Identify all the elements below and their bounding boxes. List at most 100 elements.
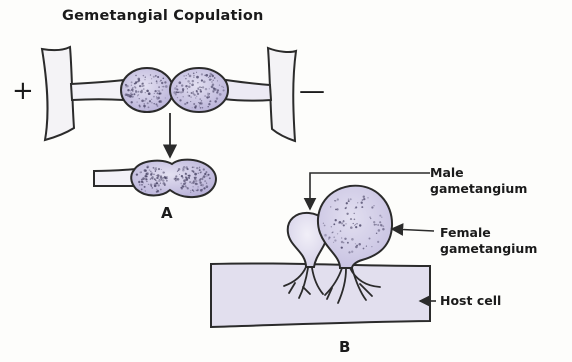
stipple-dot — [153, 96, 155, 98]
stipple-dot — [165, 97, 166, 98]
stipple-dot — [209, 75, 211, 77]
stipple-dot — [146, 90, 149, 93]
stipple-dot — [138, 104, 140, 106]
fused-suspensor — [94, 169, 136, 186]
stipple-dot — [157, 174, 160, 177]
stipple-dot — [361, 202, 363, 204]
stipple-dot — [356, 223, 357, 224]
stipple-dot — [341, 237, 342, 238]
stipple-dot — [334, 200, 335, 201]
stipple-dot — [141, 179, 143, 181]
stipple-dot — [200, 189, 203, 192]
stipple-dot — [211, 81, 213, 83]
stipple-dot — [131, 101, 133, 103]
stipple-dot — [214, 77, 216, 79]
female-gametangium-label: Female gametangium — [440, 225, 537, 257]
stipple-dot — [199, 179, 201, 181]
stipple-dot — [139, 184, 141, 186]
stipple-dot — [346, 213, 348, 215]
stipple-dot — [331, 226, 332, 227]
stipple-dot — [337, 198, 339, 200]
stipple-dot — [146, 176, 148, 178]
stipple-dot — [382, 225, 384, 227]
stipple-dot — [351, 251, 353, 253]
stipple-dot — [144, 100, 146, 102]
stipple-dot — [131, 89, 134, 92]
stipple-dot — [157, 92, 159, 94]
stipple-dot — [200, 107, 201, 108]
stipple-dot — [353, 223, 354, 224]
stipple-dot — [151, 172, 153, 174]
stipple-dot — [152, 178, 154, 180]
female-label-line2: gametangium — [440, 241, 537, 257]
host-cell — [211, 263, 430, 327]
stipple-dot — [189, 181, 191, 183]
stipple-dot — [369, 216, 371, 218]
stipple-dot — [216, 91, 218, 93]
stipple-dot — [219, 85, 220, 86]
stipple-dot — [209, 88, 210, 89]
stipple-dot — [358, 243, 361, 246]
host-cell-label: Host cell — [440, 293, 501, 309]
stipple-dot — [155, 167, 156, 168]
stipple-dot — [132, 91, 133, 92]
stipple-dot — [129, 96, 131, 98]
stipple-dot — [351, 238, 354, 241]
stipple-dot — [180, 183, 182, 185]
stipple-dot — [193, 180, 195, 182]
stipple-dot — [151, 78, 152, 79]
stipple-dot — [341, 246, 343, 248]
stipple-dot — [209, 93, 210, 94]
stipple-dot — [157, 76, 159, 78]
stipple-dot — [164, 81, 166, 83]
stipple-dot — [333, 236, 335, 238]
stipple-dot — [133, 93, 135, 95]
stipple-dot — [378, 229, 381, 232]
stipple-dot — [176, 85, 177, 86]
stipple-dot — [335, 219, 337, 221]
stipple-dot — [335, 209, 337, 211]
stipple-dot — [196, 76, 199, 79]
stipple-dot — [145, 190, 146, 191]
stipple-dot — [188, 73, 189, 74]
stipple-dot — [345, 223, 346, 224]
stipple-dot — [188, 95, 190, 97]
stipple-dot — [375, 224, 376, 225]
stipple-dot — [198, 87, 199, 88]
stipple-dot — [158, 96, 160, 98]
stipple-dot — [183, 179, 186, 182]
stipple-dot — [193, 91, 194, 92]
stipple-dot — [201, 73, 203, 75]
stipple-dot — [180, 91, 182, 93]
stipple-dot — [206, 182, 207, 183]
stipple-dot — [340, 230, 342, 232]
stipple-dot — [209, 177, 211, 179]
stipple-dot — [363, 198, 365, 200]
stipple-dot — [366, 246, 367, 247]
stipple-dot — [204, 180, 206, 182]
stipple-dot — [155, 75, 157, 77]
stipple-dot — [350, 218, 352, 220]
stipple-dot — [143, 105, 146, 108]
stipple-dot — [192, 189, 194, 191]
stipple-dot — [373, 205, 374, 206]
stipple-dot — [167, 176, 168, 177]
stipple-dot — [175, 175, 177, 177]
stipple-dot — [187, 187, 189, 189]
stipple-dot — [206, 96, 208, 98]
stipple-dot — [180, 187, 182, 189]
stipple-dot — [204, 95, 206, 97]
stipple-dot — [166, 180, 168, 182]
stipple-dot — [148, 106, 150, 108]
stipple-dot — [214, 100, 216, 102]
stipple-dot — [158, 86, 160, 88]
stipple-dot — [152, 187, 154, 189]
stipple-dot — [213, 80, 214, 81]
stipple-dot — [193, 77, 194, 78]
stipple-dot — [157, 105, 159, 107]
stipple-dot — [223, 89, 225, 91]
stipple-dot — [376, 233, 377, 234]
stipple-dot — [200, 171, 202, 173]
stipple-dot — [155, 103, 157, 105]
stipple-dot — [341, 222, 343, 224]
